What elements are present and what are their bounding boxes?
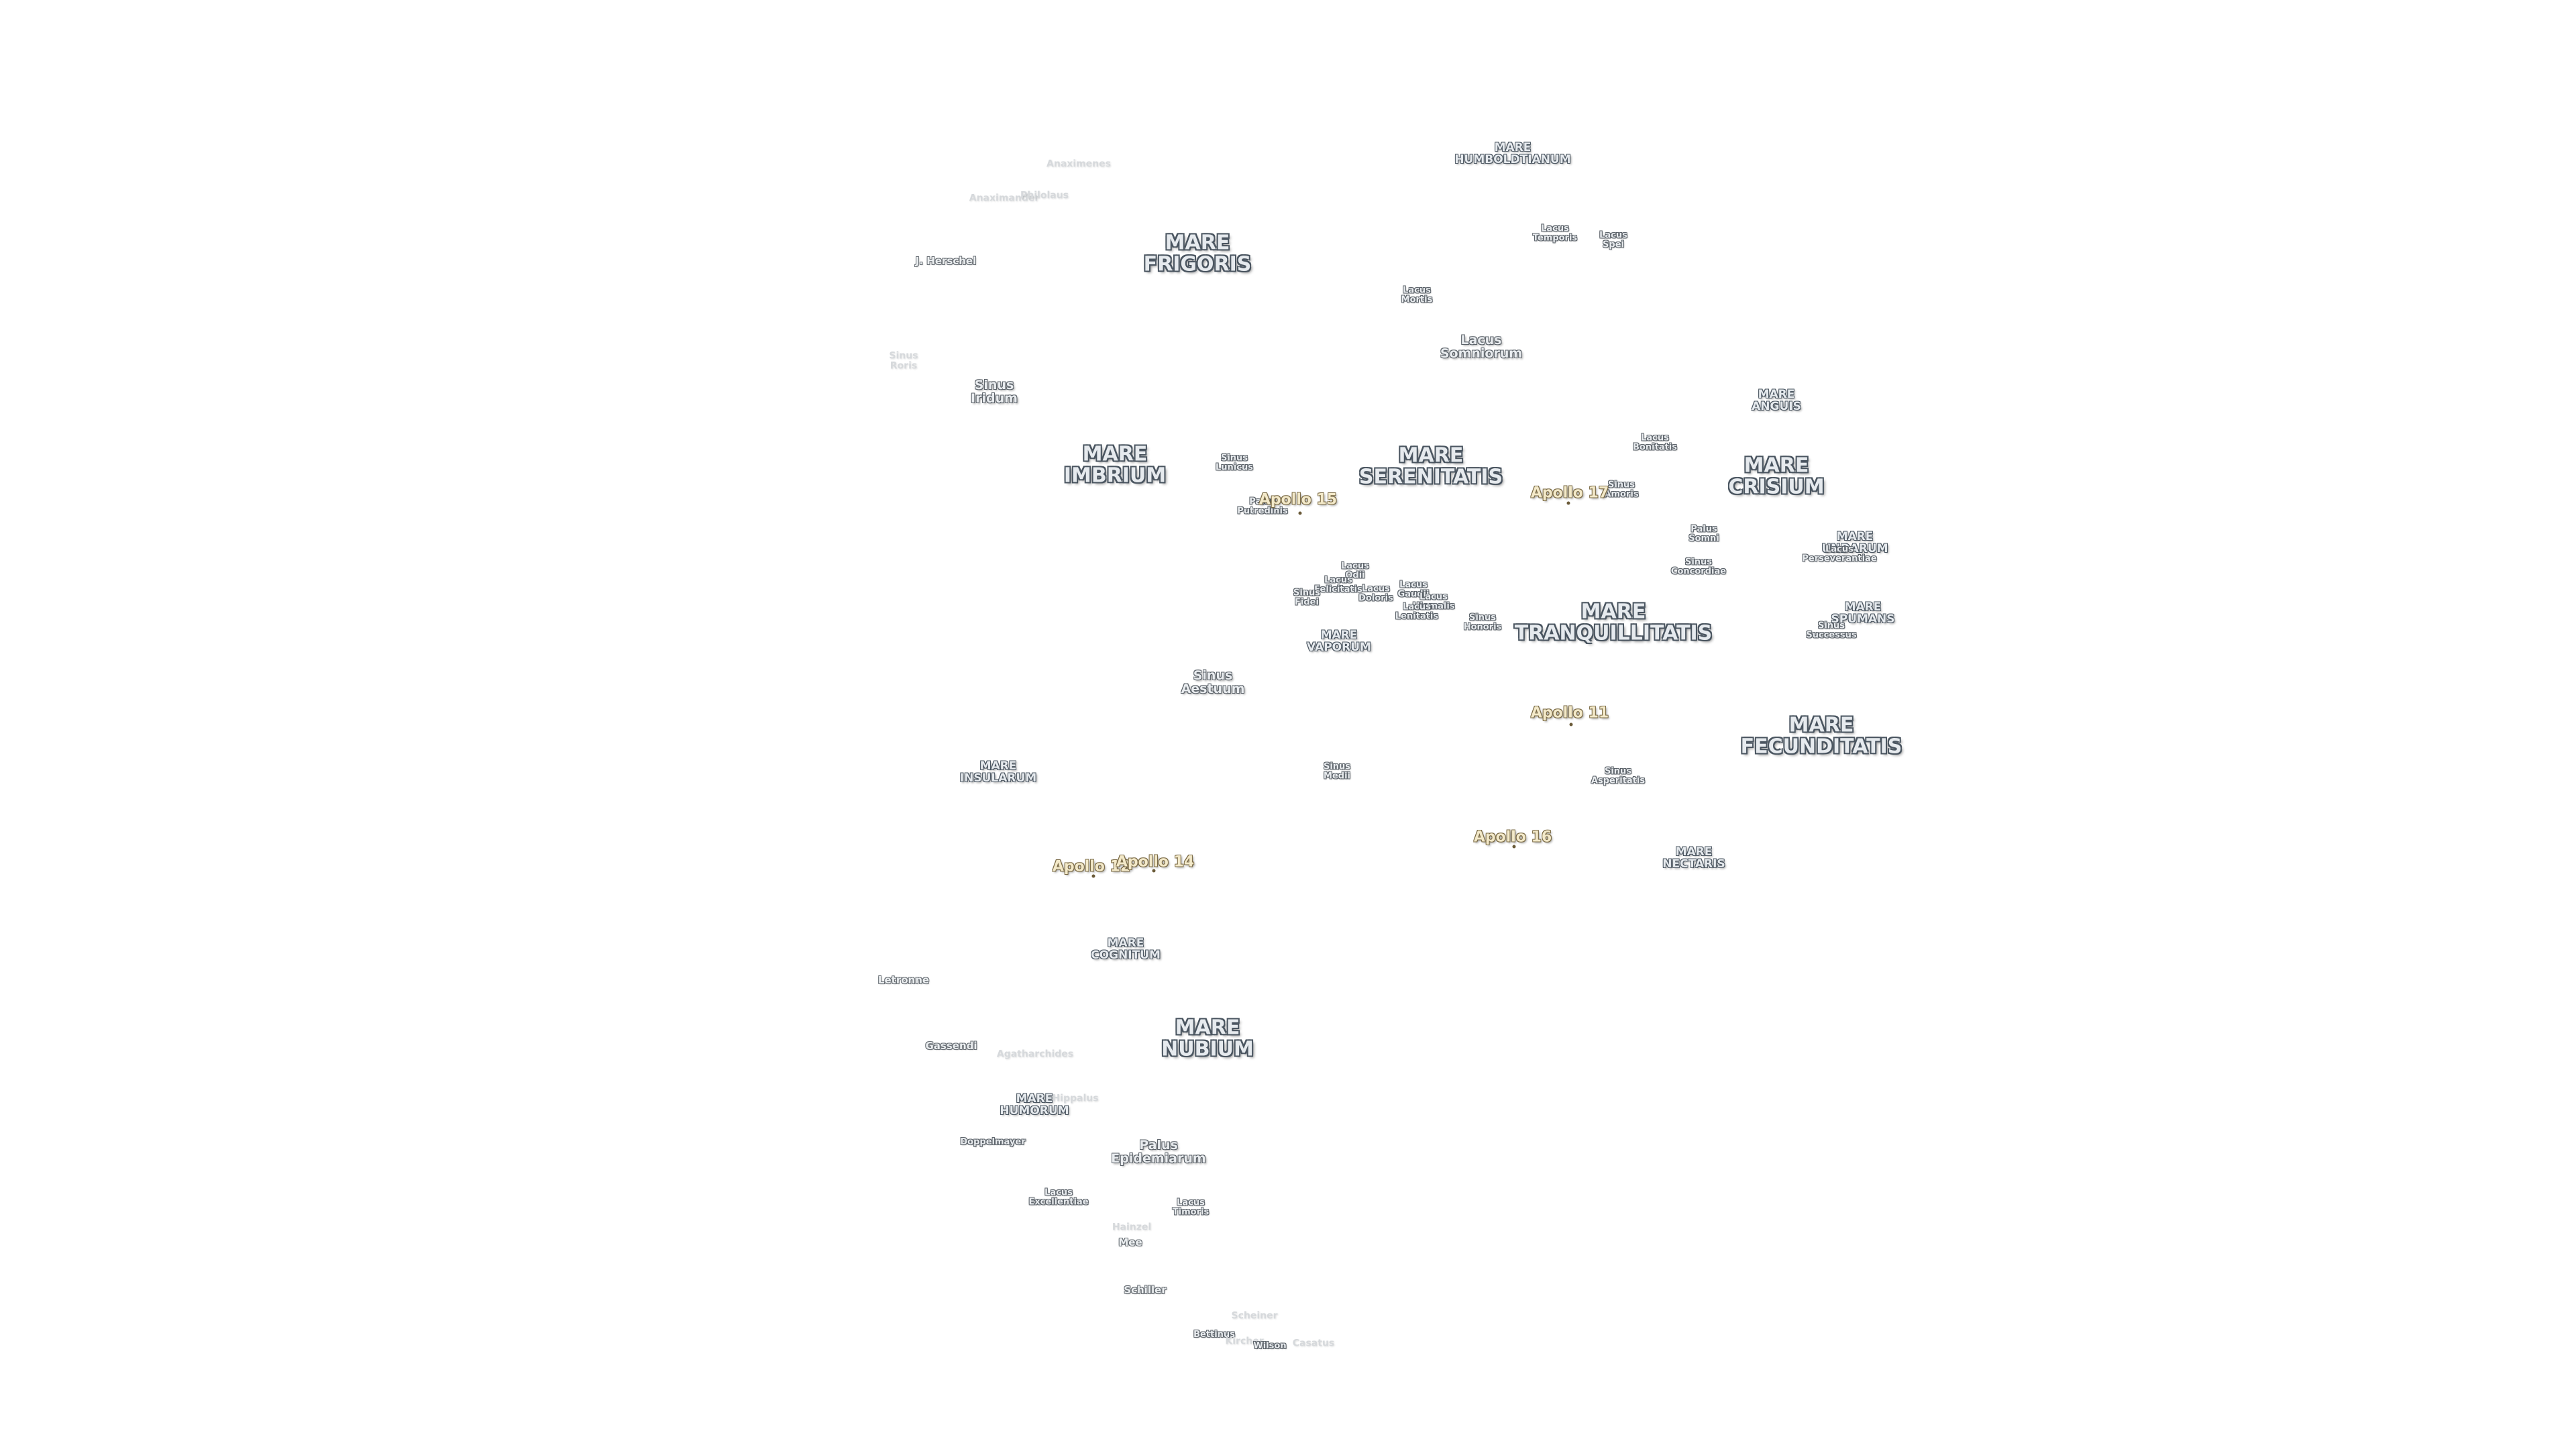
label-scheiner: Scheiner: [1231, 1310, 1278, 1322]
label-mare-insularum: MARE INSULARUM: [959, 759, 1037, 785]
label-letronne: Letronne: [877, 974, 930, 987]
label-sinus-honoris: Sinus Honoris: [1463, 612, 1502, 632]
label-wilson: Wilson: [1253, 1341, 1287, 1352]
label-sinus-asperitatis: Sinus Asperitatis: [1591, 766, 1646, 786]
label-anaximenes: Anaximenes: [1046, 158, 1111, 170]
label-mare-tranquillitatis: MARE TRANQUILLITATIS: [1514, 600, 1713, 645]
label-sinus-iridum: Sinus Iridum: [971, 378, 1018, 406]
label-philolaus: Philolaus: [1020, 190, 1069, 201]
landing-site-marker-apollo-12: [1091, 874, 1095, 878]
label-mare-serenitatis: MARE SERENITATIS: [1358, 443, 1503, 488]
label-agatharchides: Agatharchides: [996, 1049, 1074, 1060]
label-lacus-mortis: Lacus Mortis: [1401, 285, 1433, 305]
label-bettinus: Bettinus: [1193, 1330, 1235, 1340]
landing-site-marker-apollo-17: [1566, 501, 1570, 505]
label-mare-humboldtianum: MARE HUMBOLDTIANUM: [1454, 141, 1571, 166]
label-apollo-17: Apollo 17: [1530, 484, 1609, 502]
label-mee: Mee: [1118, 1236, 1142, 1249]
label-lacus-felicitatis: Lacus Felicitatis: [1314, 575, 1362, 594]
label-doppelmayer: Doppelmayer: [960, 1137, 1026, 1148]
label-kircher: Kircher: [1225, 1336, 1264, 1347]
label-mare-vaporum: MARE VAPORUM: [1307, 629, 1371, 654]
label-apollo-16: Apollo 16: [1473, 828, 1552, 846]
label-gassendi: Gassendi: [925, 1040, 977, 1053]
label-lacus-lenitatis: Lacus Lenitatis: [1395, 602, 1439, 621]
label-sinus-concordiae: Sinus Concordiae: [1670, 557, 1727, 576]
label-mare-fecunditatis: MARE FECUNDITATIS: [1740, 713, 1902, 758]
label-lacus-somniorum: Lacus Somniorum: [1440, 333, 1523, 361]
label-mare-crisium: MARE CRISIUM: [1728, 453, 1825, 498]
label-apollo-14: Apollo 14: [1116, 853, 1195, 871]
label-mare-nubium: MARE NUBIUM: [1161, 1016, 1254, 1061]
label-anaximander: Anaximander: [969, 193, 1040, 204]
label-mare-imbrium: MARE IMBRIUM: [1063, 442, 1167, 487]
label-mare-cognitum: MARE COGNITUM: [1091, 936, 1161, 962]
label-j-herschel: J. Herschel: [915, 255, 977, 268]
label-lacus-doloris: Lacus Doloris: [1358, 584, 1393, 603]
label-lacus-excellentiae: Lacus Excellentiae: [1028, 1187, 1089, 1207]
label-apollo-15: Apollo 15: [1258, 491, 1338, 508]
label-sinus-amoris: Sinus Amoris: [1604, 480, 1639, 499]
label-mare-frigoris: MARE FRIGORIS: [1143, 231, 1252, 276]
label-lacus-bonitatis: Lacus Bonitatis: [1633, 433, 1677, 452]
label-lacus-gaudii: Lacus Gaudii: [1397, 580, 1430, 599]
label-lacus-hiemalis: Lacus Hiemalis: [1412, 592, 1455, 611]
label-lacus-perseverantiae: Lacus Perseverantiae: [1802, 544, 1877, 564]
label-mare-anguis: MARE ANGUIS: [1752, 388, 1801, 413]
label-sinus-fidei: Sinus Fidei: [1293, 588, 1321, 607]
label-sinus-roris: Sinus Roris: [889, 350, 918, 371]
label-schiller: Schiller: [1124, 1284, 1167, 1297]
label-mare-undarum: MARE UNDARUM: [1821, 530, 1888, 555]
label-palus-putredinis: Palus Putredinis: [1237, 496, 1288, 516]
label-apollo-11: Apollo 11: [1530, 704, 1609, 722]
label-mare-humorum: MARE HUMORUM: [1000, 1092, 1069, 1118]
label-lacus-timoris: Lacus Timoris: [1172, 1197, 1210, 1217]
label-palus-somni: Palus Somni: [1688, 524, 1719, 543]
landing-site-marker-apollo-16: [1512, 845, 1516, 849]
label-apollo-12: Apollo 12: [1052, 858, 1131, 875]
label-mare-spumans: MARE SPUMANS: [1831, 600, 1895, 626]
label-hippalus: Hippalus: [1052, 1093, 1099, 1104]
label-sinus-aestuum: Sinus Aestuum: [1181, 668, 1245, 696]
label-palus-epidemiarum: Palus Epidemiarum: [1111, 1138, 1206, 1166]
label-mare-nectaris: MARE NECTARIS: [1662, 845, 1725, 871]
landing-site-marker-apollo-11: [1569, 722, 1573, 727]
label-sinus-medii: Sinus Medii: [1323, 761, 1351, 781]
landing-site-marker-apollo-15: [1298, 511, 1302, 515]
label-casatus: Casatus: [1292, 1338, 1335, 1349]
label-hainzel: Hainzel: [1112, 1222, 1152, 1233]
label-sinus-lunicus: Sinus Lunicus: [1216, 453, 1253, 472]
label-lacus-temporis: Lacus Temporis: [1532, 223, 1578, 243]
label-lacus-spei: Lacus Spei: [1599, 230, 1627, 250]
landing-site-marker-apollo-14: [1152, 869, 1156, 873]
label-sinus-successus: Sinus Successus: [1806, 621, 1857, 640]
label-lacus-odii: Lacus Odii: [1341, 561, 1369, 580]
